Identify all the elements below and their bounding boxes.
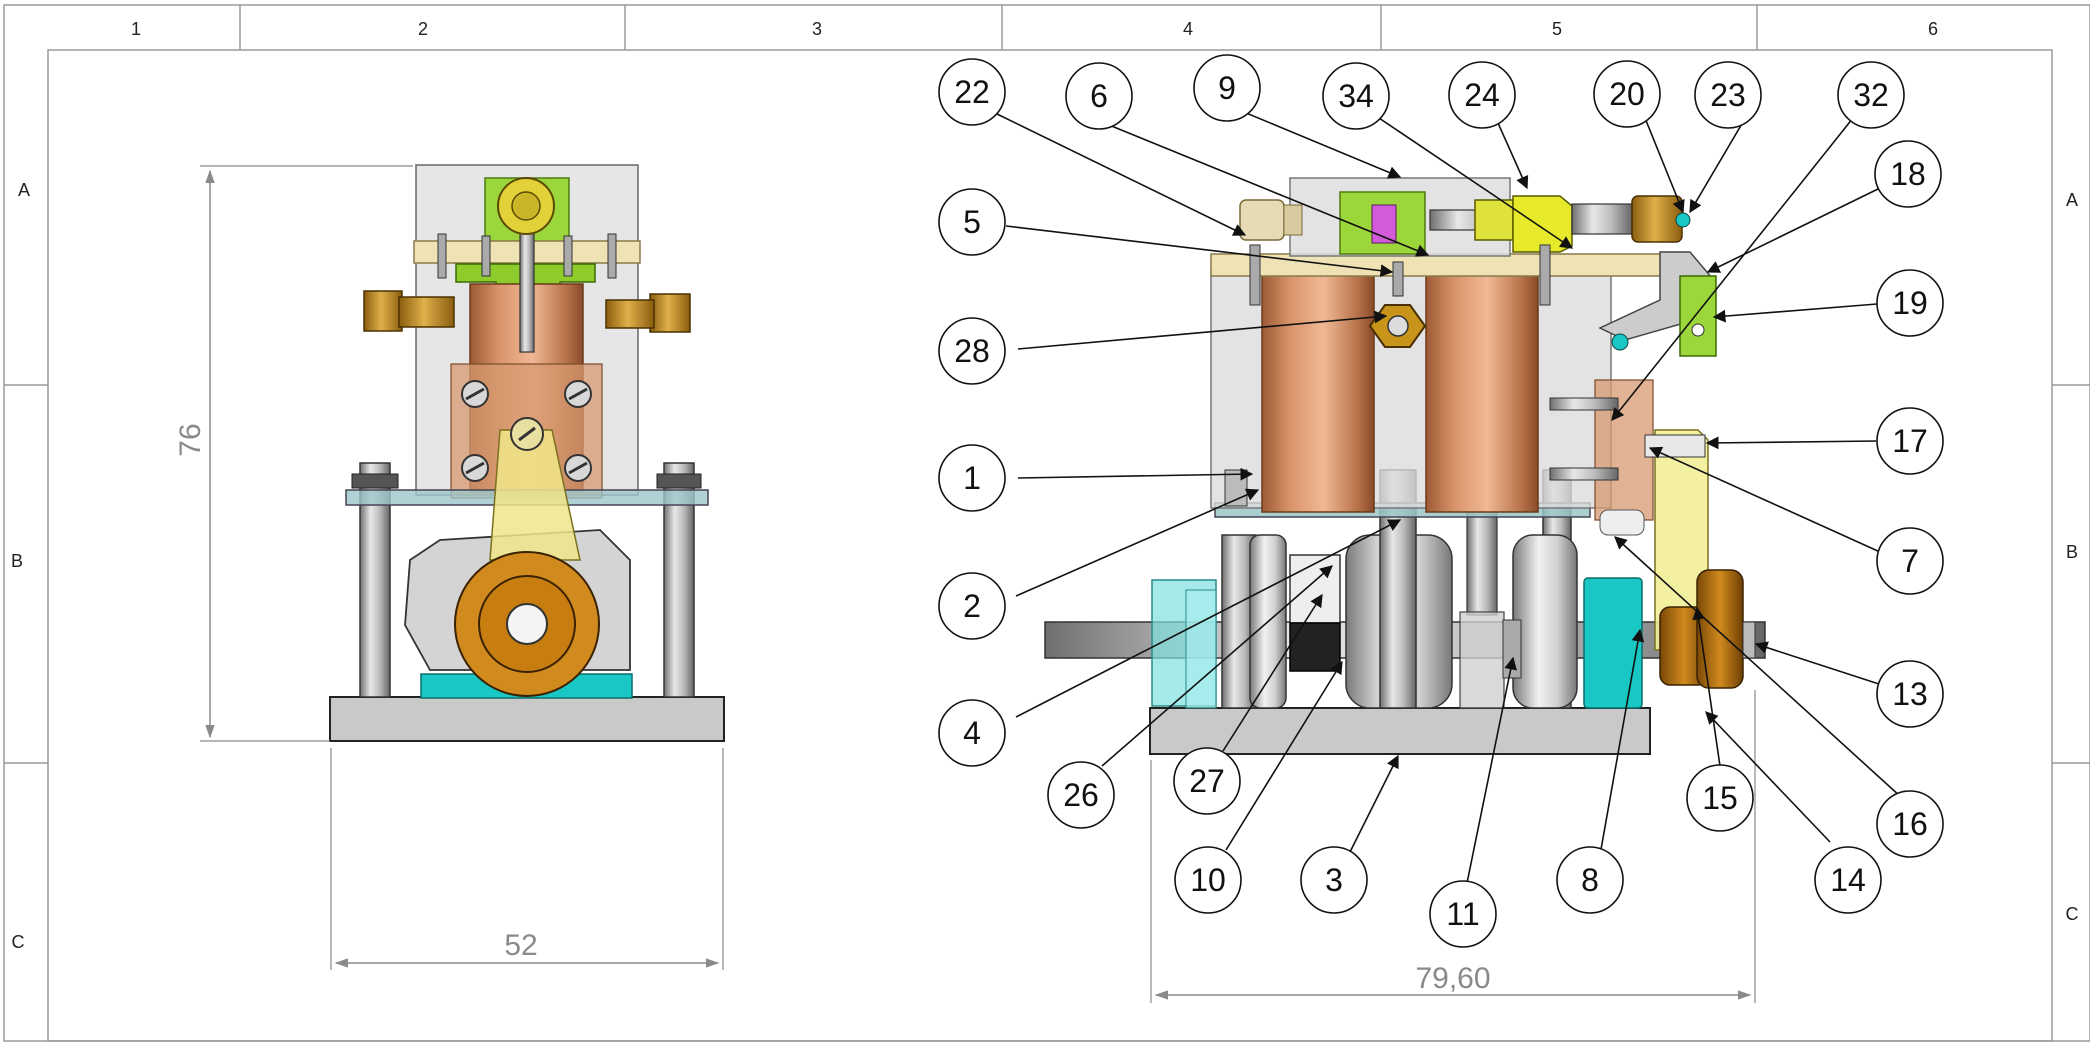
svg-text:16: 16: [1892, 806, 1928, 842]
zone-row-b-left: B: [11, 551, 23, 571]
svg-text:17: 17: [1892, 423, 1928, 459]
svg-text:26: 26: [1063, 777, 1099, 813]
balloons: 22 6 9 34 24 20 23 32 18 5 19 28 17 1 7 …: [938, 54, 1944, 948]
balloon-leaders: [996, 109, 1902, 884]
zone-col-5: 5: [1552, 19, 1562, 39]
balloon-18: 18: [1874, 140, 1942, 208]
balloon-11: 11: [1429, 880, 1497, 948]
zone-col-6: 6: [1928, 19, 1938, 39]
balloon-6: 6: [1065, 62, 1133, 130]
svg-text:18: 18: [1890, 156, 1926, 192]
balloon-3: 3: [1300, 846, 1368, 914]
svg-text:27: 27: [1189, 763, 1225, 799]
svg-text:20: 20: [1609, 76, 1645, 112]
svg-text:6: 6: [1090, 78, 1108, 114]
svg-text:5: 5: [963, 204, 981, 240]
balloon-10: 10: [1174, 846, 1242, 914]
svg-text:23: 23: [1710, 77, 1746, 113]
zone-col-2: 2: [418, 19, 428, 39]
balloon-8: 8: [1556, 846, 1624, 914]
dim-front-width: 52: [504, 929, 537, 962]
balloon-23: 23: [1694, 61, 1762, 129]
side-wheel-right: [1512, 534, 1578, 709]
svg-text:9: 9: [1218, 70, 1236, 106]
balloon-24: 24: [1448, 61, 1516, 129]
balloon-1: 1: [938, 444, 1006, 512]
balloon-28: 28: [938, 317, 1006, 385]
zone-row-a-left: A: [18, 180, 30, 200]
svg-text:7: 7: [1901, 543, 1919, 579]
svg-text:24: 24: [1464, 77, 1500, 113]
balloon-19: 19: [1876, 269, 1944, 337]
svg-text:2: 2: [963, 588, 981, 624]
front-view-dimensions: 76 52: [174, 165, 724, 970]
zone-row-c-right: C: [2066, 904, 2079, 924]
balloon-5: 5: [938, 188, 1006, 256]
front-view: [329, 164, 725, 742]
svg-text:34: 34: [1338, 78, 1374, 114]
svg-text:1: 1: [963, 460, 981, 496]
dim-front-height: 76: [174, 423, 207, 456]
balloon-32: 32: [1837, 61, 1905, 129]
balloon-14: 14: [1814, 846, 1882, 914]
balloon-26: 26: [1047, 761, 1115, 829]
svg-text:4: 4: [963, 715, 981, 751]
side-gear-cyan: [1583, 577, 1643, 709]
side-cylinder-left: [1261, 271, 1375, 513]
balloon-27: 27: [1173, 747, 1241, 815]
balloon-34: 34: [1322, 62, 1390, 130]
balloon-22: 22: [938, 58, 1006, 126]
svg-text:15: 15: [1702, 780, 1738, 816]
sheet-frame: 1 2 3 4 5 6 A B C A B C: [3, 4, 2090, 1042]
svg-text:22: 22: [954, 74, 990, 110]
svg-text:10: 10: [1190, 862, 1226, 898]
svg-text:28: 28: [954, 333, 990, 369]
zone-col-4: 4: [1183, 19, 1193, 39]
svg-text:14: 14: [1830, 862, 1866, 898]
svg-text:19: 19: [1892, 285, 1928, 321]
balloon-16: 16: [1876, 790, 1944, 858]
dim-side-width: 79,60: [1415, 962, 1490, 995]
balloon-9: 9: [1193, 54, 1261, 122]
svg-text:3: 3: [1325, 862, 1343, 898]
balloon-2: 2: [938, 572, 1006, 640]
zone-col-1: 1: [131, 19, 141, 39]
side-view: [1044, 177, 1766, 755]
side-cylinder-right: [1425, 271, 1539, 513]
svg-text:8: 8: [1581, 862, 1599, 898]
balloon-4: 4: [938, 699, 1006, 767]
zone-row-c-left: C: [12, 932, 25, 952]
side-valve-plate: [1210, 253, 1687, 277]
svg-text:13: 13: [1892, 676, 1928, 712]
svg-text:32: 32: [1853, 77, 1889, 113]
zone-row-a-right: A: [2066, 190, 2078, 210]
zone-col-3: 3: [812, 19, 822, 39]
balloon-13: 13: [1876, 660, 1944, 728]
svg-text:11: 11: [1446, 896, 1479, 932]
front-base-plate: [329, 696, 725, 742]
side-view-dimensions: 79,60: [1150, 690, 1756, 1003]
balloon-17: 17: [1876, 407, 1944, 475]
zone-row-b-right: B: [2066, 542, 2078, 562]
balloon-7: 7: [1876, 527, 1944, 595]
balloon-20: 20: [1593, 60, 1661, 128]
balloon-15: 15: [1686, 764, 1754, 832]
